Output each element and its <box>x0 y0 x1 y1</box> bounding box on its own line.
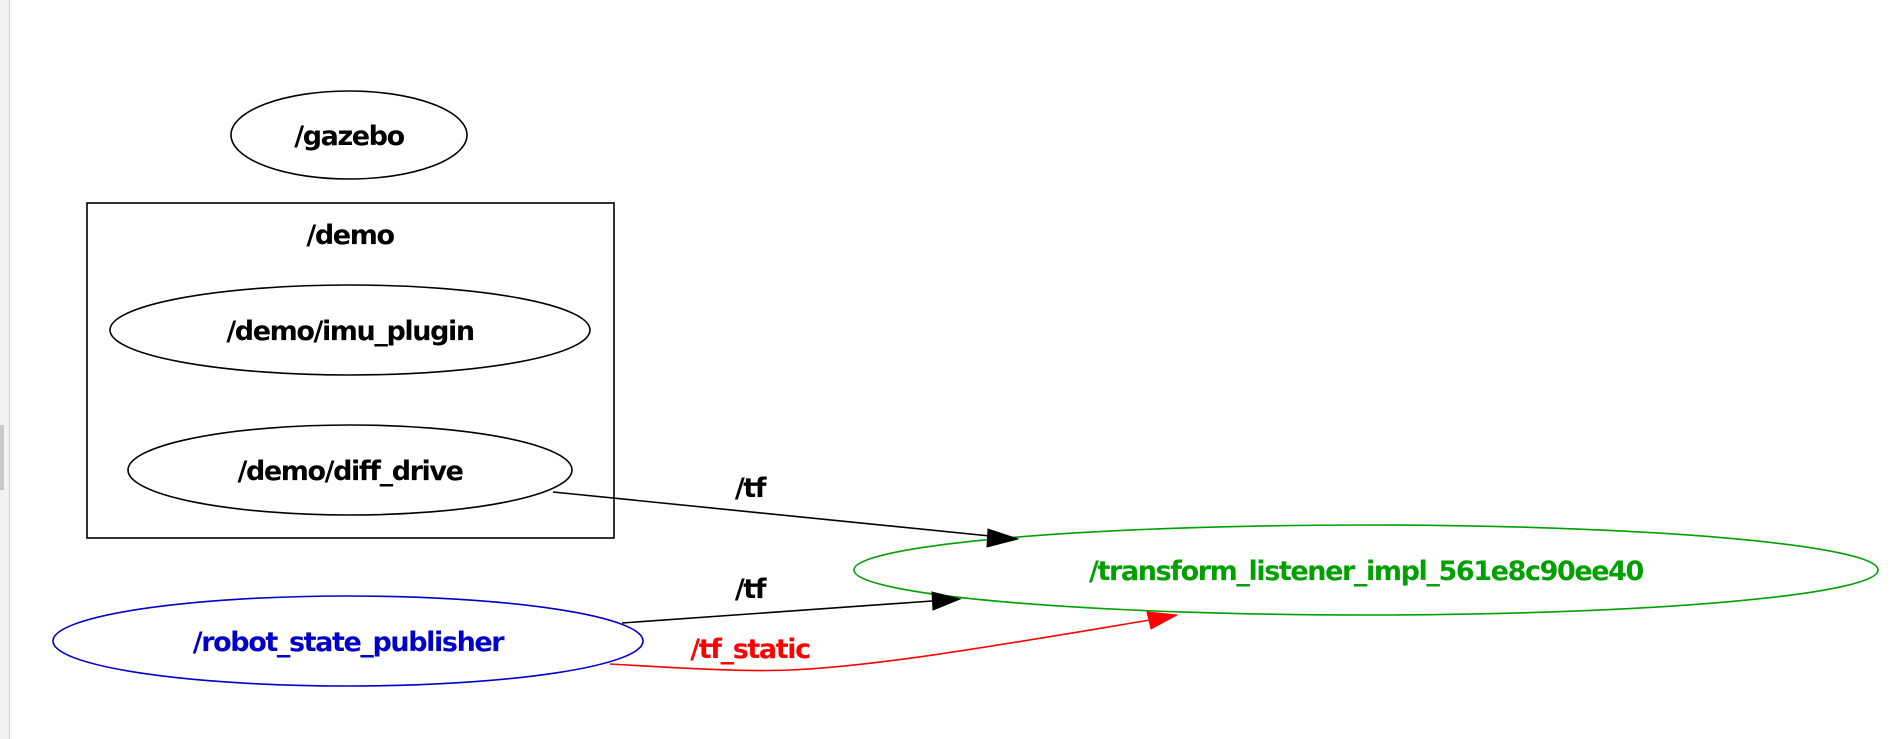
node-gazebo-label: /gazebo <box>294 121 404 152</box>
edge-robot-state-publisher-tf[interactable]: /tf <box>621 574 962 624</box>
edge-diff-drive-tf-arrowhead <box>986 528 1020 548</box>
node-transform-listener-label: /transform_listener_impl_561e8c90ee40 <box>1089 556 1644 587</box>
node-robot-state-publisher-label: /robot_state_publisher <box>193 627 506 658</box>
node-robot-state-publisher-shape <box>52 595 644 687</box>
node-robot-state-publisher[interactable]: /robot_state_publisher <box>52 595 644 687</box>
edge-robot-state-publisher-tf-line <box>621 600 933 624</box>
edge-diff-drive-tf[interactable]: /tf <box>552 473 1020 548</box>
edge-robot-state-publisher-tf-static-line <box>609 619 1151 672</box>
node-transform-listener[interactable]: /transform_listener_impl_561e8c90ee40 <box>853 524 1879 616</box>
node-diff-drive-shape <box>127 424 573 516</box>
edge-robot-state-publisher-tf-static-arrowhead <box>1146 611 1179 630</box>
edge-diff-drive-tf-label: /tf <box>735 473 767 504</box>
node-imu-plugin-shape <box>109 284 591 376</box>
cluster-demo-box <box>86 202 615 539</box>
left-scrollbar-thumb[interactable] <box>0 425 4 490</box>
node-imu-plugin[interactable]: /demo/imu_plugin <box>109 284 591 376</box>
edge-robot-state-publisher-tf-static[interactable]: /tf_static <box>609 611 1179 672</box>
cluster-demo-label: /demo <box>306 220 394 251</box>
node-diff-drive[interactable]: /demo/diff_drive <box>127 424 573 516</box>
left-scrollbar[interactable] <box>0 0 10 739</box>
node-gazebo-shape <box>230 90 468 180</box>
cluster-demo[interactable]: /demo <box>86 202 615 539</box>
edge-robot-state-publisher-tf-static-label: /tf_static <box>690 634 810 665</box>
node-gazebo[interactable]: /gazebo <box>230 90 468 180</box>
edge-robot-state-publisher-tf-arrowhead <box>931 591 962 611</box>
node-transform-listener-shape <box>853 524 1879 616</box>
edge-diff-drive-tf-line <box>552 491 991 537</box>
node-imu-plugin-label: /demo/imu_plugin <box>226 316 474 347</box>
edge-robot-state-publisher-tf-label: /tf <box>735 574 767 605</box>
node-diff-drive-label: /demo/diff_drive <box>237 456 462 487</box>
